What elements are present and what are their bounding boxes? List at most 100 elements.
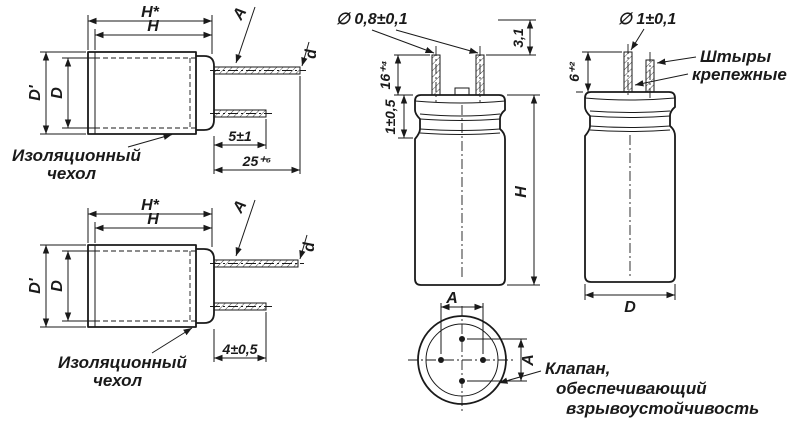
capacitor-side-view-top: H* H D' D A d xyxy=(12,4,320,183)
dim-h-star: H* xyxy=(87,197,213,247)
dim-label-pin-length: 6⁺² xyxy=(566,62,582,82)
pin-dot-bottom xyxy=(459,378,465,384)
dim-a-lead-pitch: A xyxy=(229,4,256,64)
lead-wire-bottom xyxy=(213,302,267,311)
capacitor-body xyxy=(584,91,676,283)
dim-d-lead: d xyxy=(301,41,320,67)
dim-label-h: H xyxy=(147,18,159,35)
pin-dot-right xyxy=(480,357,486,363)
dim-h: H xyxy=(94,211,212,243)
leader-line xyxy=(371,29,435,54)
dim-label-h-star: H* xyxy=(141,197,160,214)
body-outline xyxy=(584,91,676,283)
valve-label-line1: Клапан, xyxy=(545,359,610,378)
dim-label-pitch-vertical: A xyxy=(520,354,537,367)
terminal-pin-right xyxy=(475,54,485,96)
dim-d-outer: D' xyxy=(27,51,86,135)
dim-pitch-horizontal: A xyxy=(440,290,484,354)
dim-h-star: H* xyxy=(87,4,213,54)
dim-label-pitch-horizontal: A xyxy=(445,290,458,307)
dim-lead-gap: 5±1 xyxy=(213,119,267,174)
capacitor-bottom-view: A A Клапан, обеспечивающий взрывоустойчи… xyxy=(408,290,759,418)
dim-label-lead-gap: 5±1 xyxy=(228,128,251,144)
mounting-pin-right xyxy=(645,59,655,93)
terminal-pin-left xyxy=(431,54,441,96)
dim-label-d-outer: D' xyxy=(27,84,44,101)
lead-wire-bottom xyxy=(213,109,267,118)
dim-label-d-lead: d xyxy=(303,48,320,59)
vent-bump xyxy=(454,87,470,95)
sleeve-label-line1: Изоляционный xyxy=(58,353,187,372)
sleeve-label-line2: чехол xyxy=(47,164,97,183)
dim-label-d-outer: D' xyxy=(27,277,44,294)
valve-callout: Клапан, обеспечивающий взрывоустойчивост… xyxy=(498,359,759,418)
dim-label-a: A xyxy=(229,197,250,216)
body-outline xyxy=(414,94,506,286)
valve-label-line3: взрывоустойчивость xyxy=(566,399,759,418)
capacitor-body xyxy=(87,51,215,135)
leader-line xyxy=(151,327,193,354)
dim-diameter: D xyxy=(584,284,676,316)
dim-label-d-inner: D xyxy=(49,87,66,99)
dim-label-d-inner: D xyxy=(49,280,66,292)
dim-d-outer: D' xyxy=(27,244,86,328)
dim-label-pin-diameter: ∅ 1±0,1 xyxy=(618,11,676,28)
insulation-sleeve-callout: Изоляционный чехол xyxy=(58,327,193,390)
terminal-pins xyxy=(431,46,485,102)
dim-label-height: H xyxy=(513,186,530,198)
leader-line xyxy=(634,73,689,87)
leader-line xyxy=(498,370,542,384)
leader-line xyxy=(395,29,479,54)
capacitor-front-view: ∅ 0,8±0,1 3,1 16⁺⁴ 1±0,5 H xyxy=(336,11,759,418)
dim-label-h-star: H* xyxy=(141,4,160,21)
dim-label-pin-diameter: ∅ 0,8±0,1 xyxy=(336,11,408,28)
pin-dot-top xyxy=(459,336,465,342)
dim-label-pin-length: 16⁺⁴ xyxy=(377,61,393,90)
dim-lead-length: 25⁺⁶ xyxy=(214,76,301,174)
leader-line xyxy=(656,56,697,65)
lead-wires xyxy=(210,66,306,118)
leader-line xyxy=(127,133,173,148)
pins-label-line2: крепежные xyxy=(692,65,787,84)
dim-lead-length: 4±0,5 xyxy=(213,312,267,362)
dim-a-lead-pitch: A xyxy=(229,197,256,257)
dim-pitch-vertical: A xyxy=(467,338,537,382)
pins-label-line1: Штыры xyxy=(700,47,772,66)
valve-label-line2: обеспечивающий xyxy=(556,379,707,398)
dim-label-pin-tip: 3,1 xyxy=(510,28,526,48)
dim-d-inner: D xyxy=(49,57,95,129)
dim-h: H xyxy=(94,18,212,50)
crimp-end xyxy=(196,55,215,131)
capacitor-snap-in-view: ∅ 1±0,1 Штыры крепежные 6⁺² D xyxy=(566,11,787,316)
mounting-pins-callout: Штыры крепежные xyxy=(634,47,787,87)
dim-label-h: H xyxy=(147,211,159,228)
dim-height: H xyxy=(507,94,540,286)
leader-line xyxy=(630,28,645,51)
dim-pin-tip: 3,1 xyxy=(486,19,536,56)
dim-pin-diameter: ∅ 1±0,1 xyxy=(618,11,676,51)
dim-label-crimp: 1±0,5 xyxy=(382,99,398,134)
lead-wires xyxy=(210,259,304,311)
crimp-end xyxy=(196,248,215,324)
dim-label-diameter: D xyxy=(624,299,636,316)
dim-label-a: A xyxy=(229,4,250,23)
capacitor-body xyxy=(87,244,215,328)
sleeve-label-line1: Изоляционный xyxy=(12,146,141,165)
dim-d-inner: D xyxy=(49,250,95,322)
dim-d-lead: d xyxy=(299,234,318,260)
mounting-pins xyxy=(623,44,655,98)
dim-pin-length: 16⁺⁴ xyxy=(377,54,430,96)
dim-label-d-lead: d xyxy=(301,241,318,252)
dim-pin-length: 6⁺² xyxy=(566,51,622,93)
pin-dot-left xyxy=(438,357,444,363)
sleeve-label-line2: чехол xyxy=(93,371,143,390)
dim-pin-diameter: ∅ 0,8±0,1 xyxy=(336,11,479,54)
mounting-pin-left xyxy=(623,51,633,93)
insulation-sleeve-callout: Изоляционный чехол xyxy=(12,133,173,183)
dim-label-lead-length: 4±0,5 xyxy=(222,341,258,357)
dim-crimp: 1±0,5 xyxy=(382,95,413,139)
capacitor-side-view-bottom: H* H D' D A d xyxy=(27,197,318,390)
capacitor-body xyxy=(414,87,506,286)
